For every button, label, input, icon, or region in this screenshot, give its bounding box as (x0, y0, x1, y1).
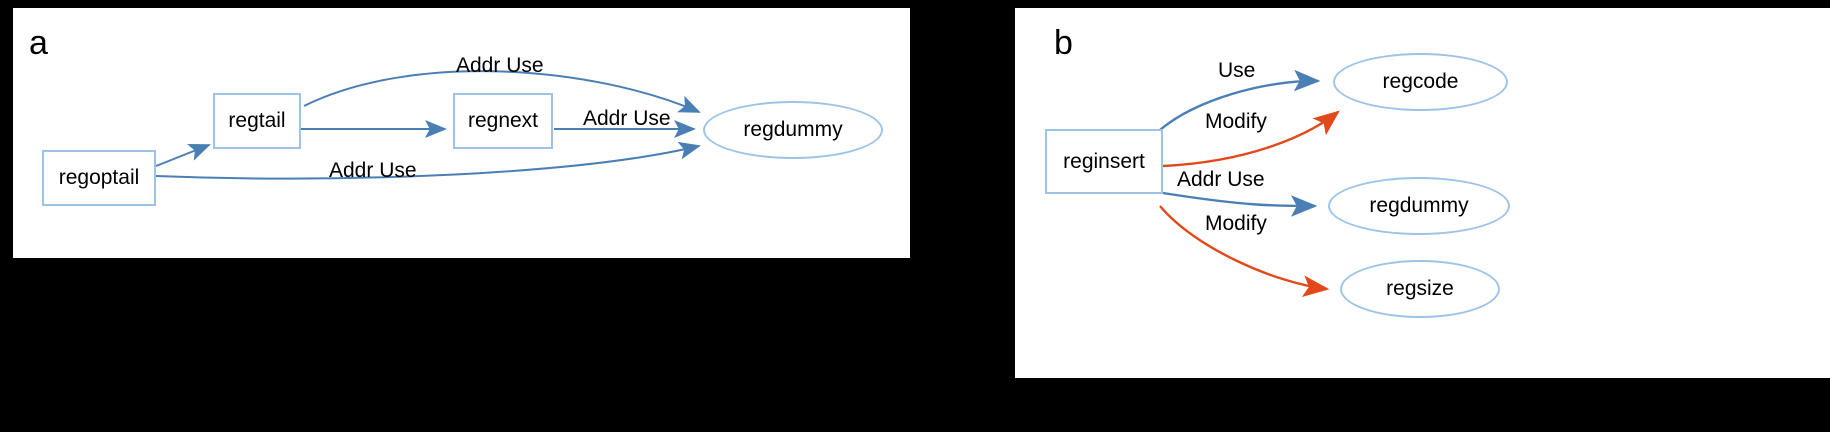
edge-label-regtail-regdummy: Addr Use (456, 54, 544, 77)
panel-b-label: b (1054, 24, 1073, 62)
node-regcode[interactable]: regcode (1333, 53, 1508, 111)
node-regdummy-b[interactable]: regdummy (1328, 177, 1510, 235)
edge-reginsert-regcode-use (1159, 69, 1321, 131)
edge-label-modify-bottom: Modify (1205, 212, 1267, 235)
panel-b: b reginsert regcode (1015, 8, 1830, 378)
node-regoptail-label: regoptail (58, 166, 140, 189)
edge-regoptail-regdummy (155, 141, 701, 180)
panel-a: a regoptail regtail regne (13, 8, 910, 258)
node-regdummy-label: regdummy (743, 118, 843, 141)
edge-reginsert-regdummy-addruse (1162, 191, 1318, 217)
node-regoptail[interactable]: regoptail (42, 150, 156, 206)
edge-regtail-regdummy (303, 70, 701, 113)
edge-label-regnext-regdummy: Addr Use (583, 107, 671, 130)
node-regsize[interactable]: regsize (1340, 260, 1500, 318)
edge-regoptail-regtail (155, 144, 211, 167)
node-regnext[interactable]: regnext (453, 93, 553, 149)
node-regtail[interactable]: regtail (213, 93, 301, 149)
node-regsize-label: regsize (1386, 277, 1454, 300)
node-regcode-label: regcode (1382, 70, 1459, 93)
node-reginsert-label: reginsert (1063, 149, 1145, 173)
panel-a-label: a (29, 24, 48, 62)
node-regdummy[interactable]: regdummy (703, 101, 883, 159)
node-reginsert[interactable]: reginsert (1045, 129, 1163, 194)
node-regtail-label: regtail (228, 109, 286, 132)
panel-b-edges (1159, 69, 1340, 297)
edge-label-regoptail-regdummy: Addr Use (329, 159, 417, 182)
edge-label-modify-top: Modify (1205, 110, 1267, 133)
node-regdummy-b-label: regdummy (1369, 194, 1469, 217)
edge-reginsert-regsize-modify (1159, 205, 1330, 297)
edge-label-use: Use (1218, 59, 1256, 82)
node-regnext-label: regnext (467, 109, 539, 132)
edge-label-addr-use: Addr Use (1177, 168, 1265, 191)
panel-a-edges (155, 70, 701, 180)
edge-reginsert-regcode-modify (1162, 110, 1340, 168)
